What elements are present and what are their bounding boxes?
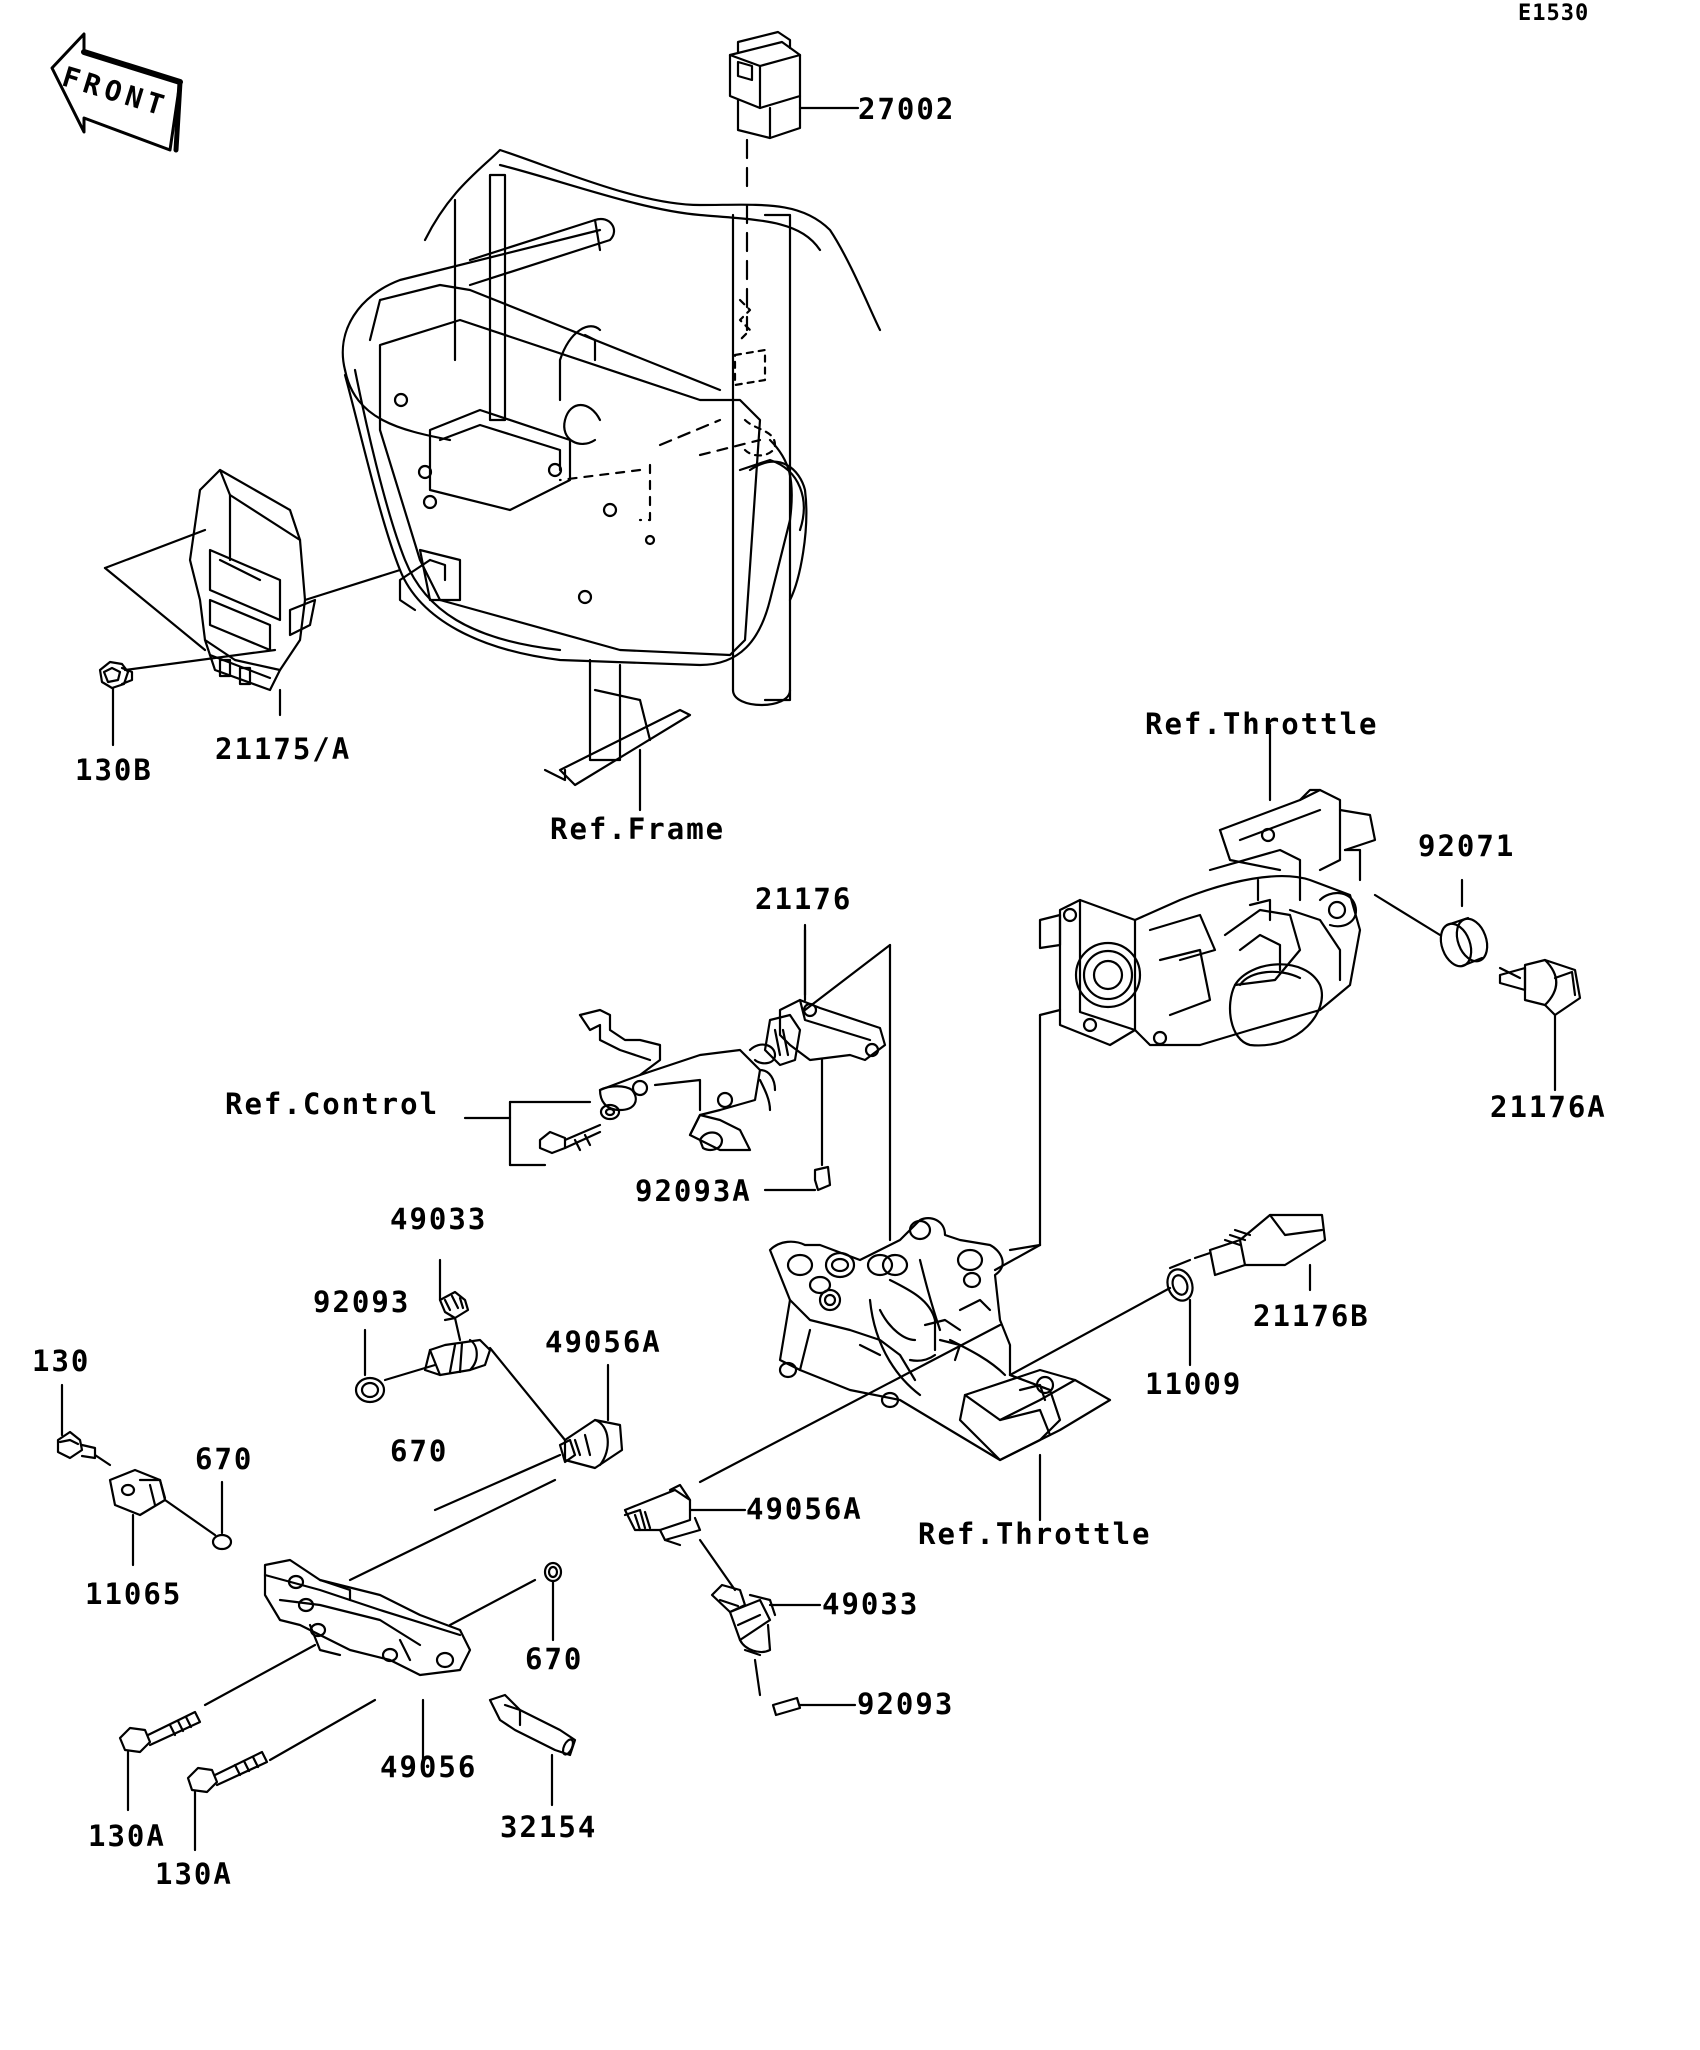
grommet-92071-drawing [1375,880,1493,970]
part-label-21176a[interactable]: 21176A [1490,1090,1607,1124]
part-label-11009[interactable]: 11009 [1145,1367,1243,1401]
part-label-92093-top[interactable]: 92093 [313,1285,411,1319]
part-label-130a-b[interactable]: 130A [155,1857,233,1891]
diagram-code: E1530 [1518,1,1590,26]
part-label-670-b[interactable]: 670 [390,1434,449,1468]
part-label-27002[interactable]: 27002 [858,92,956,126]
ref-control-label[interactable]: Ref.Control [225,1087,440,1121]
ref-throttle-bottom-label[interactable]: Ref.Throttle [918,1517,1152,1551]
part-label-130[interactable]: 130 [32,1344,91,1378]
part-label-21175-a[interactable]: 21175/A [215,732,352,766]
lower-injector-drawing [545,1325,1000,1715]
ecu-21175-drawing [105,470,400,715]
sensor-21176a-drawing [1500,960,1580,1090]
part-label-130a-a[interactable]: 130A [88,1819,166,1853]
part-label-670-c[interactable]: 670 [525,1642,584,1676]
frame-drawing [343,150,880,810]
ref-throttle-top-label[interactable]: Ref.Throttle [1145,707,1379,741]
part-label-21176b[interactable]: 21176B [1253,1299,1370,1333]
part-label-11065[interactable]: 11065 [85,1577,183,1611]
part-label-92093-bottom[interactable]: 92093 [857,1687,955,1721]
part-label-21176[interactable]: 21176 [755,882,853,916]
control-bracket-drawing [465,925,890,1240]
ref-frame-label[interactable]: Ref.Frame [550,812,726,846]
upper-injector-drawing [356,1260,622,1510]
part-label-92093a[interactable]: 92093A [635,1174,752,1208]
leader-lines [805,880,1258,1000]
fuel-rail-drawing [58,1385,555,1760]
bolt-130b-drawing [100,662,132,745]
part-label-670-a[interactable]: 670 [195,1442,254,1476]
part-label-49056[interactable]: 49056 [380,1750,478,1784]
part-label-49033-top[interactable]: 49033 [390,1202,488,1236]
manifold-drawing [770,1218,1110,1520]
part-label-49033-bottom[interactable]: 49033 [822,1587,920,1621]
sensor-21176b-drawing [1010,1215,1325,1375]
part-label-32154[interactable]: 32154 [500,1810,598,1844]
part-label-49056a-top[interactable]: 49056A [545,1325,662,1359]
front-arrow-icon [52,34,180,150]
part-label-130b[interactable]: 130B [75,753,153,787]
relay-27002-drawing [730,32,858,330]
bolts-130a-drawing [120,1695,575,1850]
throttle-body-drawing [995,725,1375,1270]
part-label-92071[interactable]: 92071 [1418,829,1516,863]
part-label-49056a-mid[interactable]: 49056A [746,1492,863,1526]
